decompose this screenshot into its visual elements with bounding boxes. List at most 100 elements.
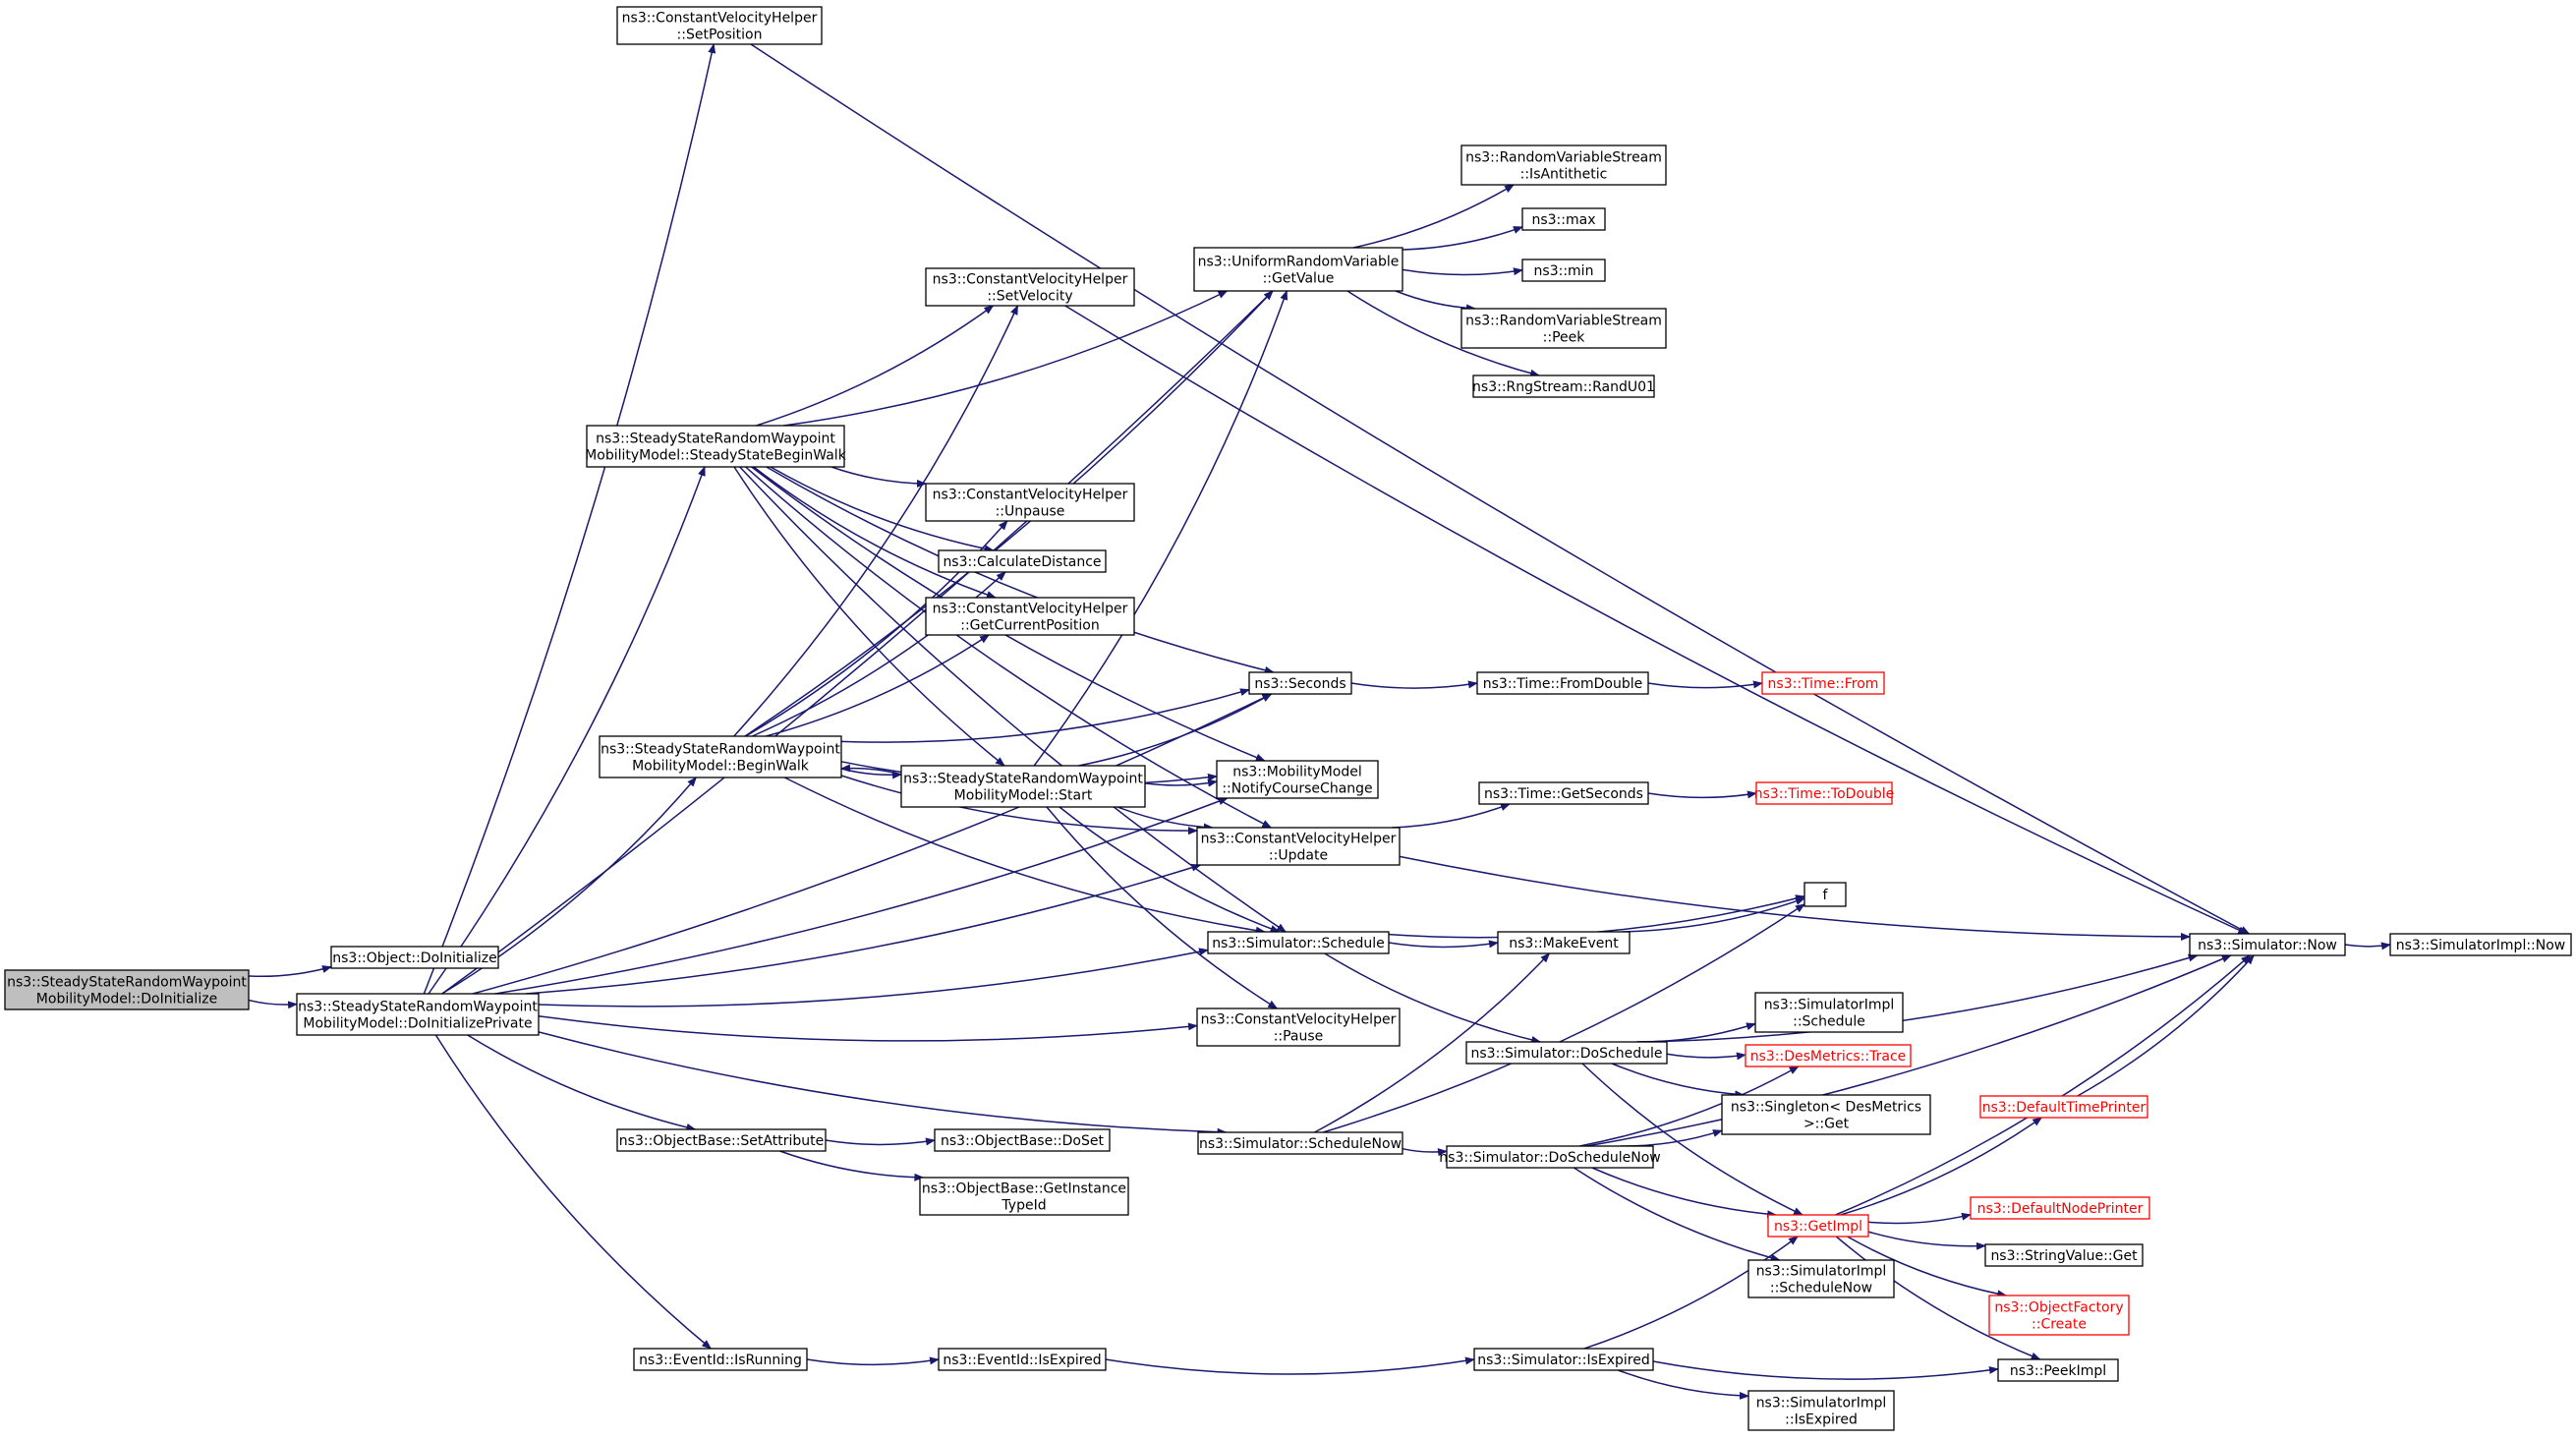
- node-label-line: ::Create: [2032, 1317, 2087, 1333]
- node-box: [925, 483, 1135, 522]
- node-implisexpired[interactable]: ns3::SimulatorImpl::IsExpired: [1747, 1390, 1895, 1431]
- node-box: [330, 946, 499, 969]
- edge-doinitpriv-to-eventrun: [434, 1034, 713, 1350]
- node-label-line: ns3::GetImpl: [1774, 1219, 1862, 1235]
- node-box: [1197, 1131, 1403, 1155]
- node-setvel[interactable]: ns3::ConstantVelocityHelper::SetVelocity: [925, 267, 1135, 307]
- node-beginwalk[interactable]: ns3::SteadyStateRandomWaypointMobilityMo…: [599, 735, 842, 778]
- node-antithetic[interactable]: ns3::RandomVariableStream::IsAntithetic: [1460, 144, 1667, 186]
- node-doinitpriv[interactable]: ns3::SteadyStateRandomWaypointMobilityMo…: [296, 993, 540, 1036]
- node-min[interactable]: ns3::min: [1521, 259, 1606, 282]
- edge-doinitpriv-to-setpos: [423, 43, 716, 995]
- node-fromdouble[interactable]: ns3::Time::FromDouble: [1476, 671, 1649, 695]
- node-box: [616, 6, 823, 45]
- edge-getseconds-to-todouble: [1647, 790, 1757, 799]
- edge-beginwalk-to-schedule: [783, 777, 1266, 935]
- node-schednow[interactable]: ns3::Simulator::ScheduleNow: [1197, 1131, 1403, 1155]
- node-calcdist[interactable]: ns3::CalculateDistance: [938, 549, 1107, 573]
- node-doinit[interactable]: ns3::SteadyStateRandomWaypointMobilityMo…: [4, 969, 250, 1010]
- node-box: [1472, 374, 1655, 398]
- edge-getimpl-to-objfactory: [1847, 1236, 2008, 1298]
- node-urvget[interactable]: ns3::UniformRandomVariable::GetValue: [1193, 247, 1403, 292]
- node-box: [919, 1177, 1129, 1216]
- node-cvupdate[interactable]: ns3::ConstantVelocityHelper::Update: [1196, 827, 1401, 866]
- edge-seconds-to-fromdouble: [1350, 680, 1478, 689]
- node-box: [925, 597, 1135, 636]
- node-from[interactable]: ns3::Time::From: [1761, 671, 1885, 695]
- node-box: [900, 765, 1146, 808]
- node-timeprinter[interactable]: ns3::DefaultTimePrinter: [1979, 1095, 2148, 1119]
- node-eventrun[interactable]: ns3::EventId::IsRunning: [633, 1348, 808, 1371]
- node-setpos[interactable]: ns3::ConstantVelocityHelper::SetPosition: [616, 6, 823, 45]
- node-randu01[interactable]: ns3::RngStream::RandU01: [1472, 374, 1655, 398]
- node-objdoinit[interactable]: ns3::Object::DoInitialize: [330, 946, 499, 969]
- edge-urvget-to-max: [1402, 226, 1523, 251]
- edge-start-to-notify: [1144, 778, 1218, 787]
- node-strvalget[interactable]: ns3::StringValue::Get: [1984, 1243, 2144, 1267]
- node-label-line: ns3::SimulatorImpl: [1756, 1396, 1887, 1411]
- node-box: [1521, 259, 1606, 282]
- node-doschednow[interactable]: ns3::Simulator::DoScheduleNow: [1439, 1145, 1661, 1169]
- node-makeevent[interactable]: ns3::MakeEvent: [1497, 931, 1631, 954]
- node-unpause[interactable]: ns3::ConstantVelocityHelper::Unpause: [925, 483, 1135, 522]
- node-doset[interactable]: ns3::ObjectBase::DoSet: [934, 1128, 1111, 1152]
- edge-ssbw-to-urvget: [783, 290, 1229, 427]
- node-f[interactable]: f: [1803, 882, 1847, 907]
- edge-urvget-to-min: [1402, 267, 1523, 276]
- node-doschedule[interactable]: ns3::Simulator::DoSchedule: [1465, 1041, 1668, 1065]
- node-label-line: MobilityModel::DoInitialize: [36, 992, 217, 1008]
- node-implschedule[interactable]: ns3::SimulatorImpl::Schedule: [1754, 992, 1904, 1033]
- node-getseconds[interactable]: ns3::Time::GetSeconds: [1478, 781, 1649, 805]
- node-simexpired[interactable]: ns3::Simulator::IsExpired: [1473, 1348, 1654, 1371]
- node-label-line: ns3::CalculateDistance: [943, 554, 1101, 570]
- node-ssbw[interactable]: ns3::SteadyStateRandomWaypointMobilityMo…: [585, 425, 847, 468]
- edge-setattr-to-getinst: [779, 1150, 925, 1181]
- node-label-line: ::Unpause: [996, 504, 1065, 520]
- node-label-line: ns3::MobilityModel: [1232, 765, 1362, 780]
- edge-doschedule-to-simnow: [1636, 953, 2199, 1043]
- edge-setvel-to-simnow: [1064, 305, 2249, 935]
- node-seconds[interactable]: ns3::Seconds: [1248, 671, 1352, 695]
- node-singleton[interactable]: ns3::Singleton< DesMetrics >::Get: [1721, 1094, 1931, 1135]
- node-getcurpos[interactable]: ns3::ConstantVelocityHelper::GetCurrentP…: [925, 597, 1135, 636]
- node-box: [1803, 882, 1847, 907]
- node-implschednow[interactable]: ns3::SimulatorImpl::ScheduleNow: [1747, 1259, 1895, 1298]
- node-schedule[interactable]: ns3::Simulator::Schedule: [1207, 931, 1390, 954]
- node-label-line: ::Pause: [1274, 1029, 1324, 1045]
- node-implnow[interactable]: ns3::SimulatorImpl::Now: [2389, 933, 2572, 956]
- node-notify[interactable]: ns3::MobilityModel::NotifyCourseChange: [1216, 760, 1379, 799]
- node-trace[interactable]: ns3::DesMetrics::Trace: [1745, 1044, 1912, 1067]
- node-setattr[interactable]: ns3::ObjectBase::SetAttribute: [616, 1128, 827, 1152]
- node-objfactory[interactable]: ns3::ObjectFactory::Create: [1988, 1295, 2130, 1336]
- node-simnow[interactable]: ns3::Simulator::Now: [2189, 933, 2346, 956]
- node-getimpl[interactable]: ns3::GetImpl: [1767, 1214, 1869, 1238]
- node-peek[interactable]: ns3::RandomVariableStream::Peek: [1460, 308, 1667, 349]
- edge-doschedule-to-trace: [1666, 1052, 1746, 1061]
- edge-timeprinter-to-simnow: [2077, 954, 2255, 1097]
- node-nodeprinter[interactable]: ns3::DefaultNodePrinter: [1970, 1196, 2150, 1220]
- edge-start-to-pause: [1046, 806, 1279, 1009]
- edge-beginwalk-to-calcdist: [752, 571, 1006, 737]
- node-isexpired[interactable]: ns3::EventId::IsExpired: [938, 1348, 1107, 1371]
- edge-simexpired-to-getimpl: [1583, 1236, 1799, 1350]
- node-label-line: ns3::Object::DoInitialize: [332, 950, 496, 966]
- node-box: [1521, 207, 1606, 231]
- node-start[interactable]: ns3::SteadyStateRandomWaypointMobilityMo…: [900, 765, 1146, 808]
- edge-schednow-to-makeevent: [1314, 952, 1551, 1133]
- edge-beginwalk-to-urvget: [744, 290, 1274, 737]
- node-label-line: ns3::SteadyStateRandomWaypoint: [903, 772, 1143, 787]
- node-box: [1754, 992, 1904, 1033]
- edge-doinitpriv-to-pause: [538, 1015, 1198, 1042]
- node-label-line: ns3::DefaultNodePrinter: [1977, 1201, 2144, 1217]
- node-label-line: ns3::ConstantVelocityHelper: [933, 488, 1128, 503]
- node-max[interactable]: ns3::max: [1521, 207, 1606, 231]
- node-peekimpl[interactable]: ns3::PeekImpl: [1997, 1358, 2119, 1382]
- node-pause[interactable]: ns3::ConstantVelocityHelper::Pause: [1196, 1008, 1401, 1047]
- node-label-line: MobilityModel::DoInitializePrivate: [303, 1016, 532, 1032]
- node-label-line: ::IsExpired: [1785, 1412, 1858, 1428]
- node-todouble[interactable]: ns3::Time::ToDouble: [1754, 781, 1895, 805]
- node-label-line: ns3::max: [1531, 212, 1595, 228]
- node-box: [4, 969, 250, 1010]
- edge-doinitpriv-to-setattr: [467, 1034, 697, 1131]
